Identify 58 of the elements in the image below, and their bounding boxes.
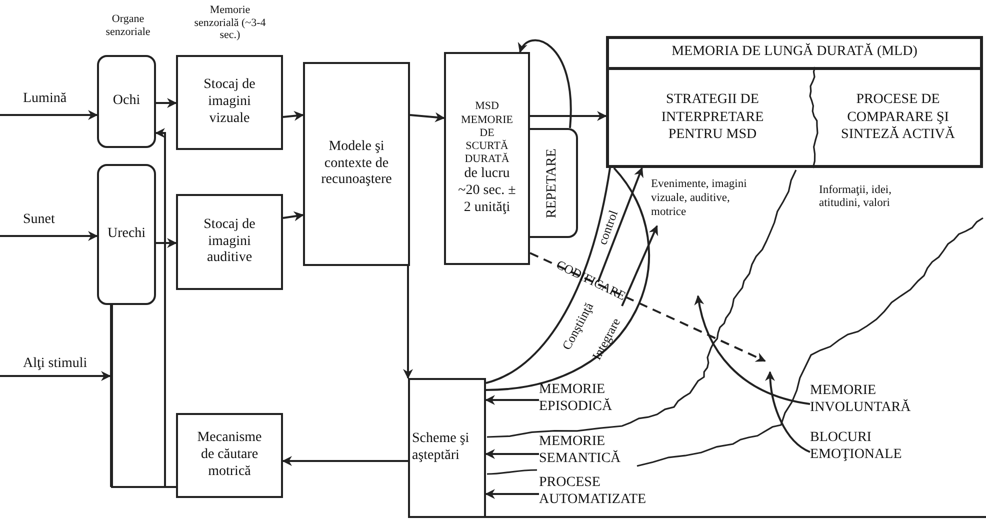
node-text: STRATEGII DE INTERPRETARE PENTRU MSD: [660, 91, 765, 144]
memory-type-label: MEMORIE INVOLUNTARĂ: [810, 383, 912, 417]
connector-line: [486, 167, 650, 391]
sense-organ-box: [97, 164, 156, 305]
connector-line: [486, 168, 611, 384]
node-text: Stocaj de imagini auditive: [202, 216, 256, 268]
arrow: [282, 456, 408, 466]
node-text: PROCESE DE COMPARARE ŞI SINTEZĂ ACTIVĂ: [840, 91, 956, 144]
arrow: [530, 111, 607, 121]
column-heading: Memorie senzorială (~3-4 sec.): [193, 4, 267, 42]
arrow: [519, 40, 572, 128]
node-text: MSD MEMORIE DE SCURTĂ DURATĂ: [460, 100, 514, 166]
memory-type-label: PROCESE AUTOMATIZATE: [539, 475, 648, 509]
process-box: [444, 52, 530, 265]
arrow: [485, 489, 539, 499]
process-box: [176, 55, 283, 150]
node-text: Stocaj de imagini vizuale: [202, 77, 256, 128]
arrow: [485, 395, 539, 405]
sense-organ-box: [97, 55, 156, 148]
arrow: [0, 371, 111, 381]
memory-box: [606, 36, 983, 168]
arrow: [0, 110, 98, 120]
arrow: [403, 266, 413, 379]
arrow: [156, 98, 177, 108]
memory-content-text: Informaţii, idei, atitudini, valori: [818, 184, 892, 210]
node-text: Mecanisme de căutare motrică: [196, 430, 263, 481]
arrow: [0, 231, 98, 241]
bus-line: [110, 305, 113, 487]
edge-label: control: [596, 208, 622, 248]
node-text: REPETARE: [544, 148, 561, 218]
arrow: [282, 211, 304, 222]
process-box: [303, 62, 410, 266]
arrow: [156, 238, 177, 248]
node-text: de lucru ~20 sec. ± 2 unităţi: [457, 166, 517, 217]
memory-type-label: BLOCURI EMOŢIONALE: [810, 430, 903, 464]
node-text: Ochi: [112, 93, 140, 110]
edge-label: Alţi stimuli: [22, 356, 88, 372]
arrow: [282, 110, 304, 121]
node-text: Scheme şi aşteptări: [412, 431, 470, 465]
memory-type-label: MEMORIE SEMANTICĂ: [539, 434, 622, 468]
process-box: [176, 413, 283, 498]
arrow: [530, 252, 766, 362]
arrow: [597, 167, 644, 282]
process-box: [408, 378, 486, 518]
arrow: [485, 449, 539, 459]
arrow: [155, 128, 176, 488]
rehearsal-box: [530, 128, 578, 238]
node-text: Urechi: [107, 226, 146, 243]
box-heading: MEMORIA DE LUNGĂ DURATĂ (MLD): [609, 39, 980, 70]
memory-type-label: MEMORIE EPISODICĂ: [539, 382, 614, 416]
arrow: [621, 225, 658, 306]
process-box: [176, 194, 283, 290]
column-heading: Organe senzoriale: [104, 13, 152, 38]
node-text: Modele şi contexte de recunoaştere: [320, 138, 393, 190]
arrow: [765, 371, 810, 453]
arrow: [410, 112, 445, 122]
arrow: [694, 295, 810, 405]
memory-content-text: Evenimente, imagini vizuale, auditive, motrice: [651, 178, 748, 220]
